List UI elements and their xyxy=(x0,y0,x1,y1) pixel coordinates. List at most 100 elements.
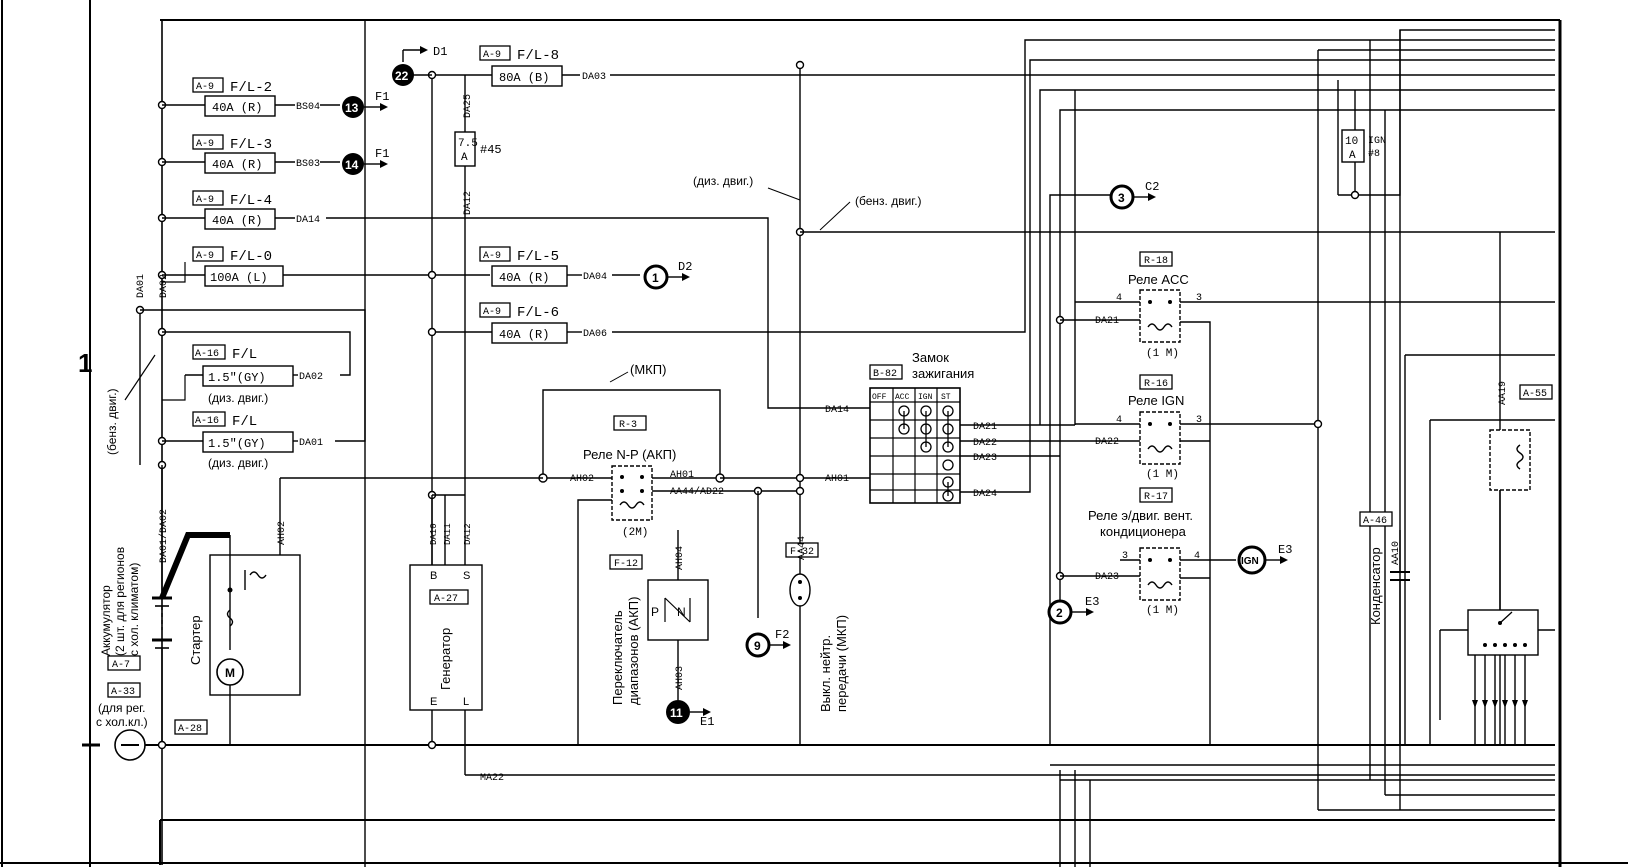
svg-text:11: 11 xyxy=(670,706,683,720)
svg-text:DA21: DA21 xyxy=(973,422,997,433)
svg-text:Замок: Замок xyxy=(912,350,949,365)
ref-2: 2 E3 xyxy=(1047,580,1099,625)
svg-text:кондиционера: кондиционера xyxy=(1100,524,1187,539)
svg-text:A-27: A-27 xyxy=(434,594,458,605)
svg-text:(для рег.: (для рег. xyxy=(98,701,145,715)
svg-text:Аккумулятор: Аккумулятор xyxy=(99,585,113,656)
svg-text:F/L-0: F/L-0 xyxy=(230,249,272,265)
relay-ign: R-16 Реле IGN (1 M) 4 3 DA22 xyxy=(1075,374,1318,481)
svg-text:Реле N-P (АКП): Реле N-P (АКП) xyxy=(583,447,676,462)
wire-label: DA01 xyxy=(136,274,147,298)
svg-text:F-12: F-12 xyxy=(614,559,638,570)
svg-text:14: 14 xyxy=(345,158,359,172)
svg-text:A-55: A-55 xyxy=(1523,389,1547,400)
page-marker: 1 xyxy=(78,348,92,378)
petrol-engine-label-2: (бенз. двиг.) xyxy=(855,194,922,208)
svg-text:IGN: IGN xyxy=(1368,136,1386,147)
svg-text:DA22: DA22 xyxy=(973,438,997,449)
svg-text:A-16: A-16 xyxy=(195,349,219,360)
fuse-8: 10 A IGN #8 xyxy=(1341,90,1386,200)
svg-text:F/L: F/L xyxy=(232,414,257,430)
svg-text:Выкл. нейтр.: Выкл. нейтр. xyxy=(818,635,833,712)
svg-text:Реле э/двиг. вент.: Реле э/двиг. вент. xyxy=(1088,508,1193,523)
ignition-switch: B-82 Замок зажигания OFF ACC IGN ST DA14… xyxy=(800,59,1555,504)
svg-text:(диз. двиг.): (диз. двиг.) xyxy=(208,391,268,405)
svg-text:Генератор: Генератор xyxy=(438,628,453,690)
svg-text:#8: #8 xyxy=(1368,149,1380,160)
svg-text:AH01: AH01 xyxy=(670,470,694,481)
svg-text:DA06: DA06 xyxy=(583,329,607,340)
svg-text:DA22: DA22 xyxy=(1095,437,1119,448)
svg-text:AA19: AA19 xyxy=(1498,381,1509,405)
svg-text:Конденсатор: Конденсатор xyxy=(1368,547,1383,625)
svg-text:диапазонов (АКП): диапазонов (АКП) xyxy=(626,597,641,705)
ref-11: 11 E1 xyxy=(666,700,714,729)
ref-14: 14 F1 xyxy=(342,147,389,175)
svg-text:E3: E3 xyxy=(1085,595,1099,609)
svg-text:(2M): (2M) xyxy=(622,527,648,539)
svg-text:P: P xyxy=(651,605,659,619)
svg-text:C2: C2 xyxy=(1145,180,1159,194)
svg-text:BS03: BS03 xyxy=(296,159,320,170)
svg-text:DA10: DA10 xyxy=(429,523,439,545)
fusible-link-fl8: A-9 F/L-8 80A (B) DA03 xyxy=(430,45,1555,87)
svg-text:3: 3 xyxy=(1122,551,1128,562)
svg-text:A-9: A-9 xyxy=(196,195,214,206)
svg-text:E1: E1 xyxy=(700,715,714,729)
svg-text:DA25: DA25 xyxy=(463,94,474,118)
svg-text:с хол.кл.): с хол.кл.) xyxy=(96,715,148,729)
svg-text:DA14: DA14 xyxy=(296,215,320,226)
svg-text:AH01: AH01 xyxy=(825,474,849,485)
svg-text:Стартер: Стартер xyxy=(188,615,203,665)
svg-text:Реле IGN: Реле IGN xyxy=(1128,393,1184,408)
svg-text:F/L: F/L xyxy=(232,347,257,363)
svg-text:40A (R): 40A (R) xyxy=(212,214,262,228)
fusible-link-fl3: A-9 F/L-3 40A (R) BS03 xyxy=(162,134,340,174)
inhibitor-switch: F-12 AH04 P N AH03 Переключатель диапазо… xyxy=(609,530,709,705)
svg-text:A-7: A-7 xyxy=(112,660,130,671)
svg-text:DA01: DA01 xyxy=(299,438,323,449)
svg-text:AH02: AH02 xyxy=(570,474,594,485)
svg-text:Реле ACC: Реле ACC xyxy=(1128,272,1189,287)
svg-text:#45: #45 xyxy=(480,143,502,157)
ref-13: 13 F1 xyxy=(342,90,389,118)
svg-text:F/L-3: F/L-3 xyxy=(230,137,272,153)
svg-text:AH02: AH02 xyxy=(277,521,288,545)
fusible-link-fl6: A-9 F/L-6 40A (R) DA06 xyxy=(432,39,1555,344)
svg-text:R-17: R-17 xyxy=(1144,492,1168,503)
svg-text:Переключатель: Переключатель xyxy=(610,610,625,705)
starter: AH02 M Стартер xyxy=(159,478,301,745)
svg-text:B-82: B-82 xyxy=(873,369,897,380)
svg-text:с хол. климатом): с хол. климатом) xyxy=(127,563,141,656)
svg-text:F/L-5: F/L-5 xyxy=(517,249,559,265)
svg-text:F/L-6: F/L-6 xyxy=(517,305,559,321)
svg-text:S: S xyxy=(463,570,470,582)
svg-text:(1 M): (1 M) xyxy=(1146,605,1179,617)
fusible-link-fl5: A-9 F/L-5 40A (R) DA04 xyxy=(479,246,640,287)
svg-text:MA22: MA22 xyxy=(480,773,504,784)
svg-text:AA10: AA10 xyxy=(1391,541,1402,565)
svg-text:R-18: R-18 xyxy=(1144,256,1168,267)
svg-text:D2: D2 xyxy=(678,260,692,274)
svg-text:DA04: DA04 xyxy=(583,272,607,283)
svg-text:10: 10 xyxy=(1345,136,1358,148)
svg-text:зажигания: зажигания xyxy=(912,366,974,381)
svg-text:9: 9 xyxy=(754,639,761,653)
svg-text:100A (L): 100A (L) xyxy=(210,271,268,285)
svg-text:ST: ST xyxy=(941,393,951,402)
svg-text:4: 4 xyxy=(1116,293,1122,304)
svg-text:7.5: 7.5 xyxy=(458,138,478,150)
svg-text:L: L xyxy=(463,696,469,708)
svg-text:OFF: OFF xyxy=(872,393,887,402)
svg-text:IGN: IGN xyxy=(1241,556,1259,567)
svg-text:IGN: IGN xyxy=(918,393,933,402)
relay-a55 xyxy=(1489,429,1531,491)
svg-text:40A (R): 40A (R) xyxy=(499,328,549,342)
svg-text:DA24: DA24 xyxy=(973,489,997,500)
svg-text:A-9: A-9 xyxy=(196,251,214,262)
svg-text:(1 M): (1 M) xyxy=(1146,469,1179,481)
fusible-link-fl0: A-9 F/L-0 100A (L) xyxy=(162,246,490,287)
svg-text:A-16: A-16 xyxy=(195,416,219,427)
svg-text:40A (R): 40A (R) xyxy=(212,101,262,115)
